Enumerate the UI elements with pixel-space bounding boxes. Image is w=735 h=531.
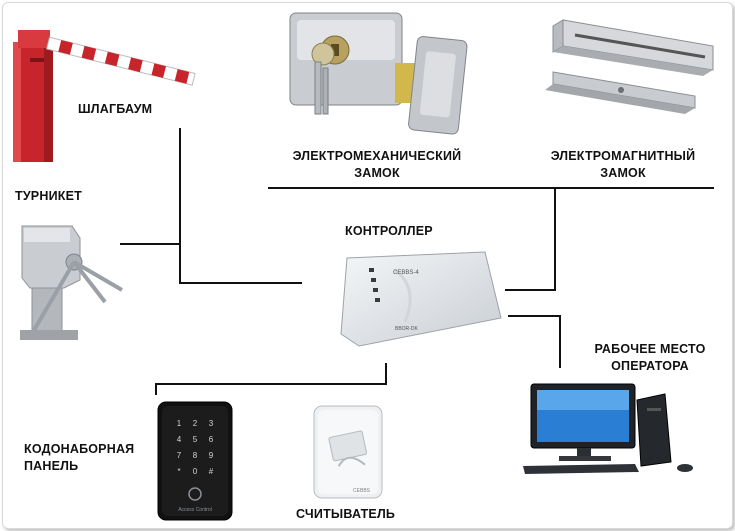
svg-text:#: #	[209, 467, 214, 476]
svg-text:7: 7	[177, 451, 182, 460]
wire-barrier-controller	[179, 128, 302, 284]
keypad-image: 1 2 3 4 5 6 7 8 9 * 0 # Access Control	[157, 401, 233, 521]
electromagnetic-lock-label: ЭЛЕКТРОМАГНИТНЫЙ ЗАМОК	[528, 148, 718, 182]
wire-keypad-reader	[155, 363, 387, 395]
workstation-image	[523, 383, 693, 474]
barrier-label: ШЛАГБАУМ	[78, 102, 153, 116]
keypad-label-line2: ПАНЕЛЬ	[24, 459, 79, 473]
electromechanical-lock-label-line2: ЗАМОК	[354, 166, 400, 180]
keypad-brand-text: Access Control	[178, 507, 212, 513]
svg-text:1: 1	[177, 419, 182, 428]
reader-brand-text: CEBBS	[353, 488, 371, 494]
electromechanical-lock-label: ЭЛЕКТРОМЕХАНИЧЕСКИЙ ЗАМОК	[277, 148, 477, 182]
workstation-label: РАБОЧЕЕ МЕСТО ОПЕРАТОРА	[580, 341, 720, 375]
wire-locks-controller	[505, 188, 556, 291]
electromechanical-lock-image	[289, 12, 468, 135]
workstation-label-line1: РАБОЧЕЕ МЕСТО	[594, 342, 706, 356]
turnstile-label: ТУРНИКЕТ	[15, 189, 82, 203]
keypad-label-line1: КОДОНАБОРНАЯ	[24, 442, 135, 456]
keypad-label: КОДОНАБОРНАЯ ПАНЕЛЬ	[24, 441, 134, 475]
workstation-label-line2: ОПЕРАТОРА	[611, 359, 689, 373]
svg-text:*: *	[177, 467, 180, 476]
controller-label: КОНТРОЛЛЕР	[345, 224, 433, 238]
electromagnetic-lock-image	[545, 19, 714, 114]
svg-text:4: 4	[177, 435, 182, 444]
reader-label: СЧИТЫВАТЕЛЬ	[296, 507, 396, 521]
turnstile-image	[20, 225, 124, 340]
svg-text:5: 5	[193, 435, 198, 444]
wire-workstation	[508, 315, 561, 368]
electromagnetic-lock-label-line2: ЗАМОК	[600, 166, 646, 180]
svg-text:9: 9	[209, 451, 214, 460]
svg-text:6: 6	[209, 435, 214, 444]
electromagnetic-lock-label-line1: ЭЛЕКТРОМАГНИТНЫЙ	[550, 149, 696, 163]
svg-text:2: 2	[193, 419, 198, 428]
svg-text:0: 0	[193, 467, 198, 476]
controller-image: CEBBS-4 BBOR-DK	[340, 251, 502, 347]
svg-text:8: 8	[193, 451, 198, 460]
barrier-image	[13, 30, 196, 162]
svg-text:3: 3	[209, 419, 214, 428]
reader-image: CEBBS	[313, 405, 383, 499]
controller-sub-text: BBOR-DK	[395, 326, 418, 332]
electromechanical-lock-label-line1: ЭЛЕКТРОМЕХАНИЧЕСКИЙ	[292, 149, 462, 163]
controller-model-text: CEBBS-4	[393, 270, 419, 276]
